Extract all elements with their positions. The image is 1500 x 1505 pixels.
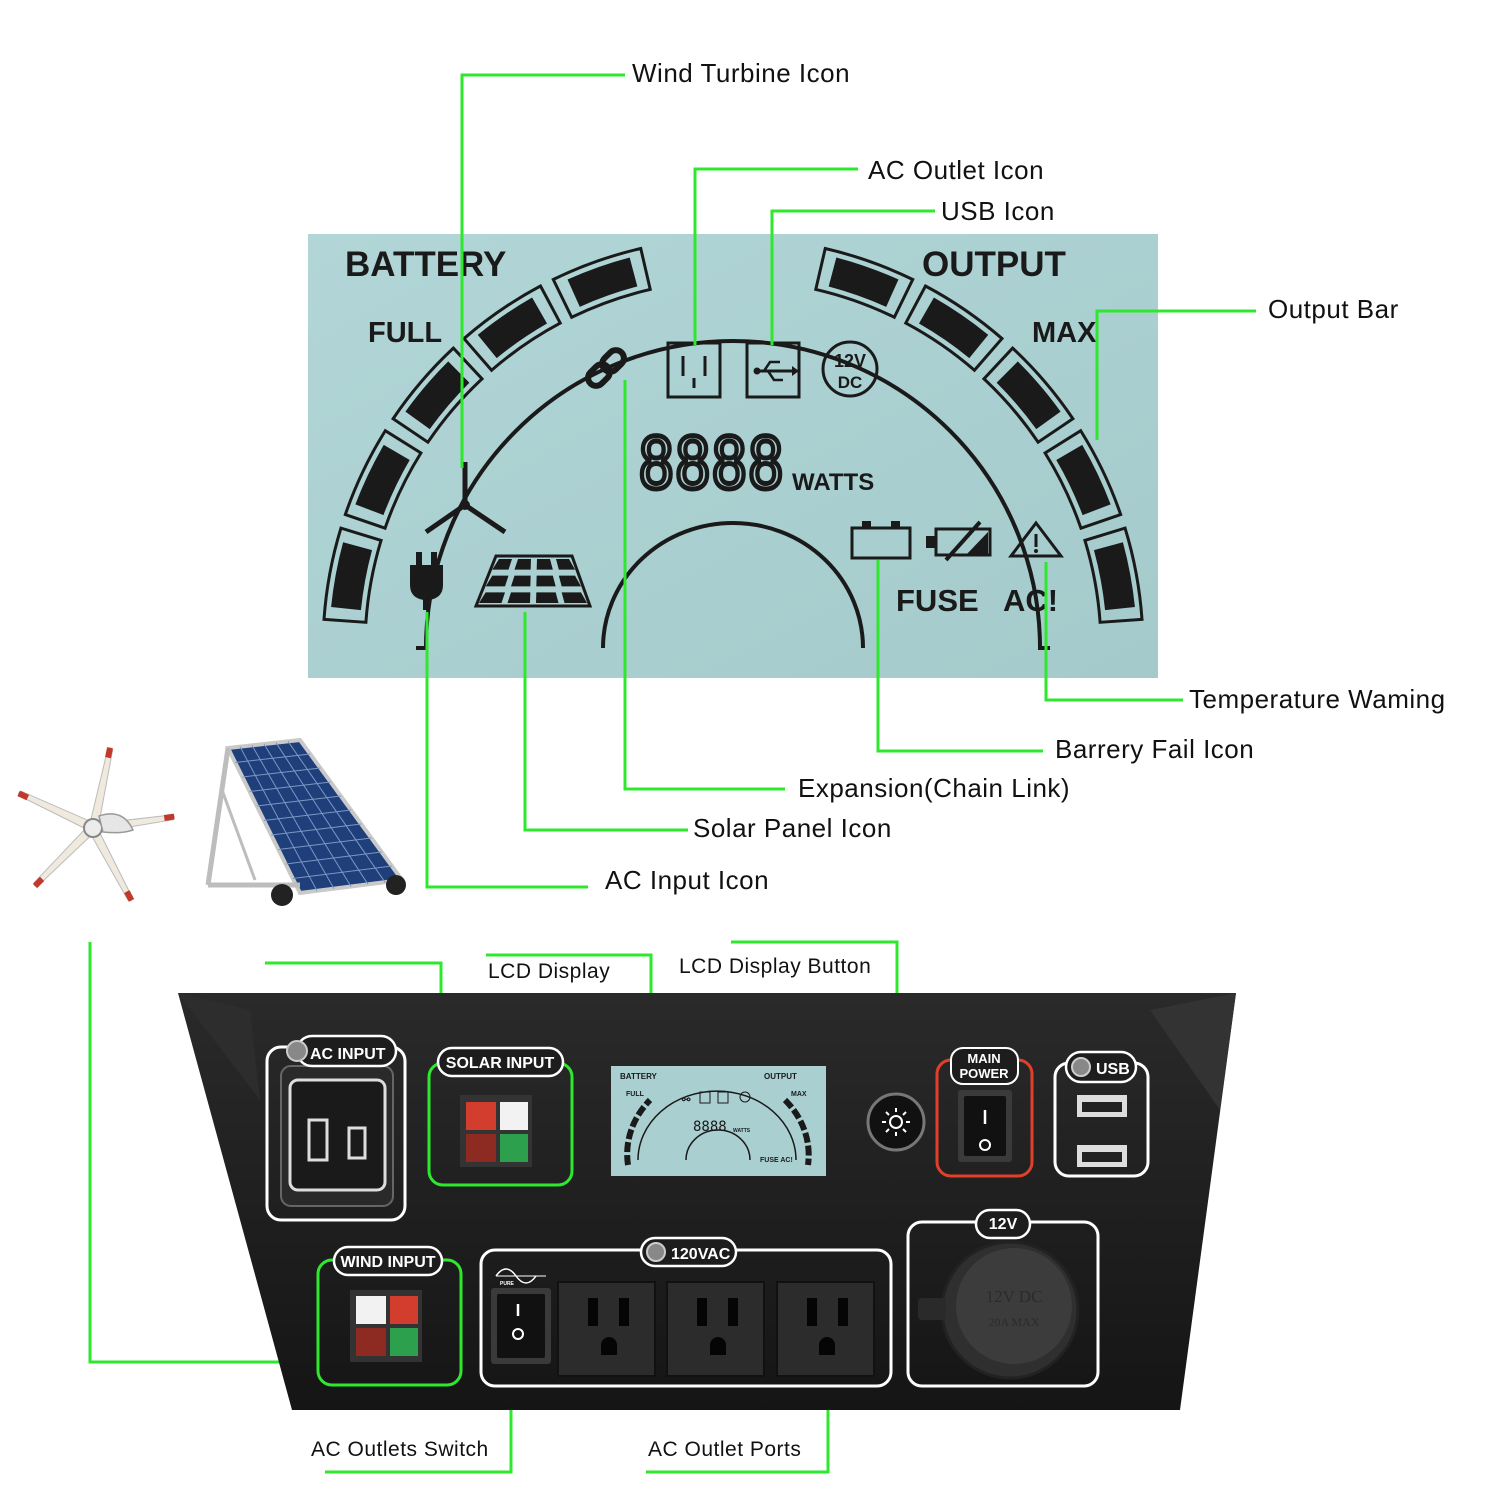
wind-input-port[interactable]: WIND INPUT: [316, 1245, 463, 1387]
dc-12v-label: 12V: [989, 1216, 1018, 1233]
mini-lcd-watts: WATTS: [733, 1128, 751, 1134]
mini-lcd-max: MAX: [791, 1091, 807, 1098]
lcd-battery-label: BATTERY: [345, 245, 506, 284]
lcd-max-label: MAX: [1032, 317, 1097, 349]
output-bar: [813, 246, 1144, 624]
svg-text:⚯: ⚯: [681, 1095, 691, 1106]
ac-outlet-3[interactable]: [776, 1281, 875, 1377]
leader-ac-ports: [646, 1380, 830, 1474]
mini-lcd-full: FULL: [626, 1091, 645, 1098]
ac-plug-icon: [410, 552, 443, 610]
lcd-watts: WATTS: [792, 469, 874, 496]
leader-ac-switch: [325, 1380, 513, 1474]
lcd-ac-warning-label: AC!: [1003, 583, 1058, 618]
usb-icon: [745, 341, 801, 399]
dc-12v-bottom: DC: [838, 373, 863, 392]
leader-wind-input: [88, 942, 318, 1364]
battery-segment-5: [322, 526, 383, 624]
lcd-output-label: OUTPUT: [922, 245, 1066, 284]
callout-wind-turbine-icon: Wind Turbine Icon: [632, 58, 851, 88]
output-segment-5: [813, 246, 915, 320]
callout-temperature-warning: Temperature Waming: [1189, 684, 1446, 714]
leader-temp-warning: [1044, 562, 1183, 702]
leader-ac-outlet: [693, 167, 858, 345]
lcd-screen: BATTERY OUTPUT FULL MAX: [308, 234, 1158, 678]
socket-embossed-bottom: 20A MAX: [988, 1315, 1039, 1329]
usb-label: USB: [1096, 1061, 1130, 1078]
output-segment-4: [903, 283, 1005, 373]
leader-chain-link: [623, 380, 785, 791]
leader-solar: [523, 612, 688, 832]
leader-lines: [88, 73, 1256, 1474]
callout-ac-outlets-switch: AC Outlets Switch: [311, 1438, 489, 1461]
lcd-background: [308, 234, 1158, 678]
callout-output-bar: Output Bar: [1268, 294, 1399, 324]
dc-12v-top: 12V: [834, 351, 866, 371]
dc-12v-socket[interactable]: 12V 12V DC 20A MAX: [906, 1208, 1100, 1388]
main-power-switch[interactable]: MAIN POWER: [935, 1047, 1034, 1178]
leader-usb: [770, 209, 935, 345]
battery-segment-1: [551, 246, 653, 320]
leader-output-bar: [1095, 309, 1256, 440]
callout-battery-fail-icon: Barrery Fail Icon: [1055, 734, 1255, 764]
ac-outlet-2[interactable]: [666, 1281, 765, 1377]
main-power-label-1: MAIN: [967, 1051, 1000, 1066]
callout-ac-outlet-ports: AC Outlet Ports: [648, 1438, 802, 1461]
ac-outlets-group: 120VAC: [479, 1236, 893, 1388]
battery-segment-3: [391, 346, 485, 445]
output-segment-2: [1043, 428, 1123, 531]
mini-lcd-display: BATTERY OUTPUT FULL MAX 8888 WATTS ⚯ FUS…: [611, 1066, 826, 1176]
ac-outlets-switch[interactable]: PURE: [491, 1268, 551, 1364]
control-panel: AC INPUT SOLAR INPUT BATTERY OUTPUT FULL…: [178, 993, 1236, 1410]
lcd-fuse-label: FUSE: [896, 583, 979, 618]
battery-segment-4: [343, 428, 423, 531]
solar-input-label: SOLAR INPUT: [446, 1055, 555, 1072]
ac-outlet-ports[interactable]: [557, 1281, 875, 1377]
battery-segment-2: [461, 283, 563, 373]
battery-fail-icon: [850, 521, 912, 560]
lcd-display-button[interactable]: [866, 1092, 926, 1152]
solar-panel-image: [205, 737, 406, 906]
lcd-digits: 8888: [638, 423, 784, 505]
lcd-inner-arc: [601, 521, 865, 649]
dc-12v-icon: 12V DC: [821, 340, 879, 398]
callout-ac-outlet-icon: AC Outlet Icon: [868, 155, 1045, 185]
fuse-icon: [926, 520, 992, 562]
solar-input-port[interactable]: SOLAR INPUT: [427, 1046, 574, 1187]
ac-outlet-1[interactable]: [557, 1281, 656, 1377]
warning-icon: [1007, 520, 1065, 558]
pure-label: PURE: [500, 1281, 515, 1287]
ac-input-label: AC INPUT: [310, 1046, 386, 1063]
output-segment-3: [981, 346, 1075, 445]
usb-ports[interactable]: USB: [1053, 1050, 1150, 1178]
leader-ac-input: [425, 612, 588, 889]
socket-embossed-top: 12V DC: [986, 1287, 1043, 1306]
callout-solar-panel-icon: Solar Panel Icon: [693, 813, 892, 843]
callout-lcd-display: LCD Display: [488, 960, 611, 983]
mini-lcd-digits: 8888: [693, 1119, 727, 1135]
leader-wind-turbine: [460, 73, 625, 468]
lcd-full-label: FULL: [368, 317, 442, 349]
mini-lcd-output: OUTPUT: [764, 1072, 797, 1081]
mini-lcd-battery: BATTERY: [620, 1072, 658, 1081]
callout-usb-icon: USB Icon: [941, 196, 1055, 226]
mini-lcd-fuse-ac: FUSE AC!: [760, 1157, 793, 1164]
main-power-label-2: POWER: [959, 1066, 1009, 1081]
callout-ac-input-icon: AC Input Icon: [605, 865, 770, 895]
wind-turbine-icon: [424, 462, 507, 535]
solar-panel-icon: [473, 554, 593, 608]
wind-turbine-image: [17, 747, 175, 902]
callout-expansion-chain-link: Expansion(Chain Link): [798, 773, 1071, 803]
output-segment-1: [1083, 526, 1144, 624]
ac-120vac-label: 120VAC: [671, 1246, 731, 1263]
battery-bar: [322, 246, 653, 624]
leader-battery-fail: [876, 560, 1043, 753]
wind-input-label: WIND INPUT: [340, 1254, 435, 1271]
ac-input-port[interactable]: AC INPUT: [265, 1034, 407, 1222]
callout-lcd-display-button: LCD Display Button: [679, 955, 872, 978]
